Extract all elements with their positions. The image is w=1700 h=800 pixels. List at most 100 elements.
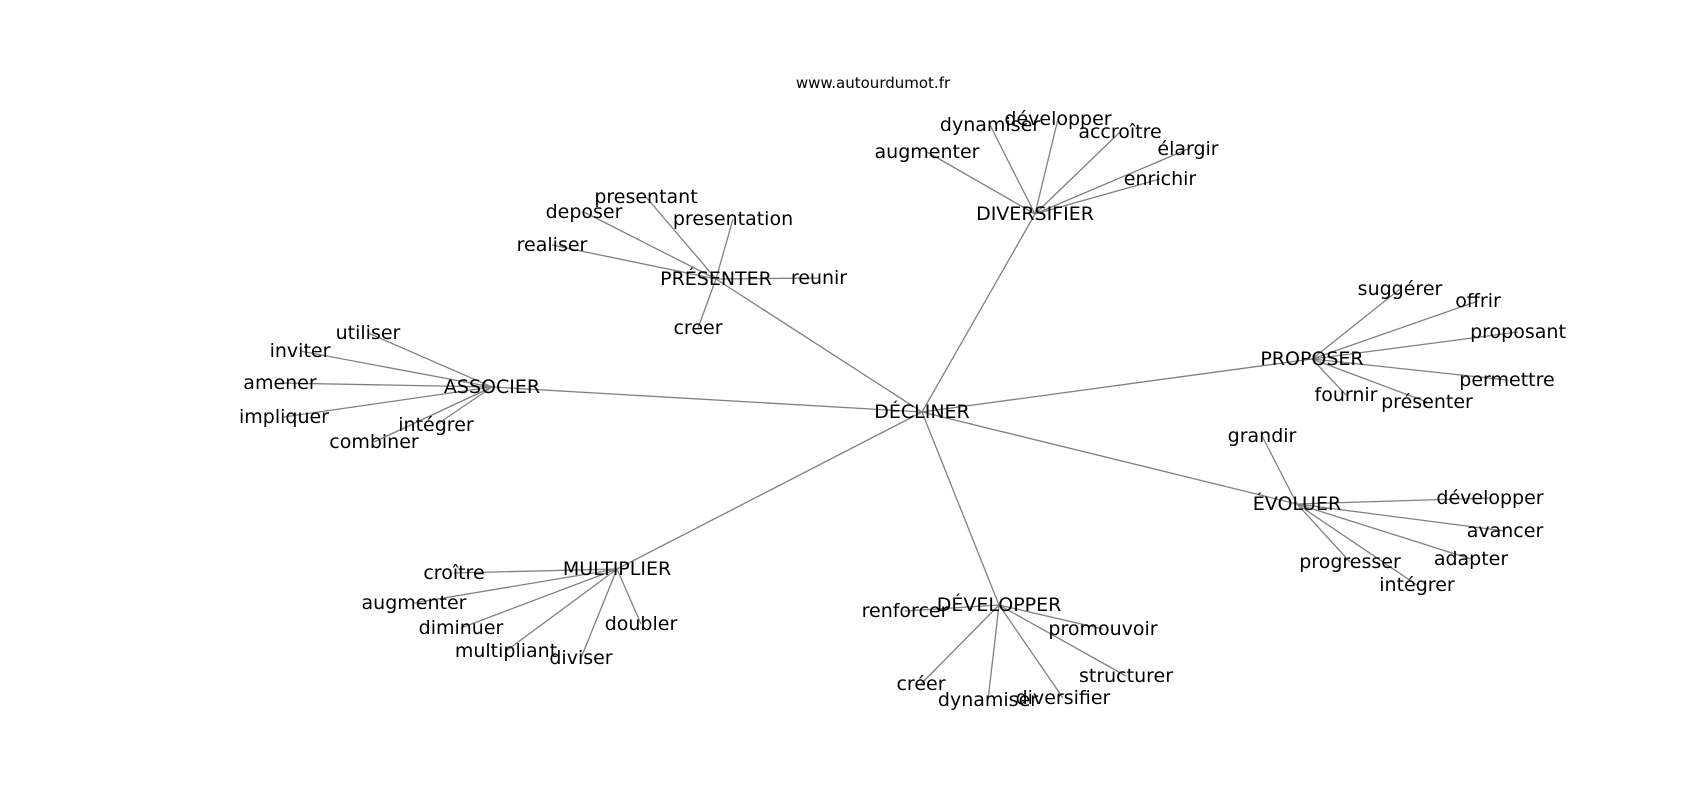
related-word[interactable]: offrir (1455, 290, 1501, 312)
related-word[interactable]: diminuer (419, 617, 504, 639)
edge-developper-0 (904, 604, 1000, 612)
related-word[interactable]: renforcer (862, 600, 949, 622)
related-word[interactable]: proposant (1470, 321, 1566, 343)
edge-proposer-1 (1311, 300, 1479, 360)
edge-multiplier-5 (616, 568, 642, 625)
edge-multiplier-0 (453, 568, 618, 574)
related-word[interactable]: reunir (791, 267, 847, 289)
site-url: www.autourdumot.fr (796, 74, 951, 92)
edge-center-developper (921, 411, 1000, 606)
related-word[interactable]: structurer (1079, 665, 1173, 687)
related-word[interactable]: intégrer (1379, 574, 1455, 596)
related-word[interactable]: développer (1004, 108, 1111, 130)
related-word[interactable]: créer (896, 673, 945, 695)
edge-associer-4 (435, 386, 493, 426)
edge-evoluer-1 (1296, 497, 1491, 505)
edge-diversifier-0 (926, 151, 1036, 215)
related-word[interactable]: diviser (549, 647, 612, 669)
edge-presenter-4 (715, 277, 820, 280)
related-word[interactable]: multipliant (455, 640, 557, 662)
related-word[interactable]: suggérer (1358, 278, 1443, 300)
edge-evoluer-4 (1296, 503, 1351, 563)
related-word[interactable]: dynamiser (940, 114, 1040, 136)
edge-multiplier-4 (580, 568, 618, 659)
related-word[interactable]: présenter (1381, 391, 1473, 413)
related-word[interactable]: enrichir (1124, 168, 1197, 190)
hub-word-proposer[interactable]: PROPOSER (1260, 348, 1363, 370)
edge-center-diversifier (921, 213, 1036, 413)
edge-developper-5 (998, 604, 1127, 677)
edge-developper-3 (987, 604, 1000, 701)
edge-center-multiplier (616, 411, 923, 570)
edge-associer-3 (283, 386, 493, 418)
related-word[interactable]: amener (243, 372, 317, 394)
edge-evoluer-3 (1296, 503, 1472, 560)
edge-diversifier-4 (1034, 148, 1189, 215)
edge-center-presenter (715, 278, 923, 413)
related-word[interactable]: impliquer (239, 406, 329, 428)
related-word[interactable]: permettre (1459, 369, 1554, 391)
related-word[interactable]: diversifier (1016, 687, 1111, 709)
edge-multiplier-1 (413, 568, 618, 604)
related-word[interactable]: doubler (605, 613, 678, 635)
related-word[interactable]: élargir (1157, 138, 1218, 160)
edge-proposer-0 (1311, 288, 1401, 360)
edge-center-associer (491, 386, 923, 413)
related-word[interactable]: presentation (673, 208, 793, 230)
related-word[interactable]: utiliser (336, 322, 401, 344)
related-word[interactable]: dynamiser (938, 689, 1038, 711)
edge-associer-5 (373, 386, 493, 443)
related-word[interactable]: deposer (546, 201, 623, 223)
related-word[interactable]: fournir (1315, 384, 1378, 406)
related-word[interactable]: creer (673, 317, 722, 339)
edge-multiplier-2 (460, 568, 618, 629)
edge-multiplier-3 (505, 568, 618, 652)
related-word[interactable]: développer (1436, 487, 1543, 509)
edge-associer-1 (299, 350, 493, 388)
related-word[interactable]: grandir (1228, 425, 1297, 447)
edge-center-evoluer (921, 411, 1298, 505)
related-word[interactable]: realiser (517, 234, 588, 256)
edge-diversifier-5 (1034, 178, 1161, 215)
edge-center-proposer (921, 358, 1313, 413)
hub-word-associer[interactable]: ASSOCIER (444, 376, 540, 398)
edge-diversifier-1 (989, 124, 1036, 215)
hub-word-multiplier[interactable]: MULTIPLIER (563, 558, 671, 580)
edge-presenter-5 (697, 278, 717, 329)
edge-diversifier-3 (1034, 131, 1121, 215)
related-word[interactable]: intégrer (398, 414, 474, 436)
related-word[interactable]: accroître (1078, 121, 1161, 143)
edge-presenter-1 (645, 196, 717, 280)
related-word[interactable]: progresser (1299, 551, 1401, 573)
graph-nodes: DÉCLINERDIVERSIFIERaugmenterdynamiserdév… (239, 108, 1566, 711)
related-word[interactable]: augmenter (362, 592, 467, 614)
graph-edges (279, 118, 1519, 701)
edge-presenter-2 (715, 218, 734, 280)
related-word[interactable]: avancer (1467, 520, 1544, 542)
related-word[interactable]: augmenter (875, 141, 980, 163)
related-word[interactable]: adapter (1434, 548, 1509, 570)
related-word[interactable]: promouvoir (1048, 618, 1157, 640)
edge-proposer-5 (1311, 358, 1428, 403)
edge-diversifier-2 (1034, 118, 1059, 215)
hub-word-evoluer[interactable]: ÉVOLUER (1253, 492, 1341, 515)
edge-associer-2 (279, 382, 493, 388)
edge-developper-2 (920, 604, 1000, 685)
related-word[interactable]: inviter (270, 340, 331, 362)
related-word[interactable]: croître (423, 562, 484, 584)
edge-developper-1 (998, 604, 1104, 630)
hub-word-presenter[interactable]: PRÉSENTER (660, 267, 772, 290)
edge-proposer-3 (1311, 358, 1508, 381)
edge-developper-4 (998, 604, 1064, 699)
hub-word-developper[interactable]: DÉVELOPPER (937, 593, 1062, 616)
related-word[interactable]: combiner (329, 431, 419, 453)
edge-associer-0 (367, 332, 493, 388)
edge-proposer-4 (1311, 358, 1347, 396)
hub-word-diversifier[interactable]: DIVERSIFIER (976, 203, 1094, 225)
related-word[interactable]: presentant (594, 186, 697, 208)
edge-evoluer-2 (1296, 503, 1506, 532)
edge-presenter-0 (583, 211, 717, 280)
edge-proposer-2 (1311, 331, 1519, 360)
center-word[interactable]: DÉCLINER (874, 400, 970, 423)
